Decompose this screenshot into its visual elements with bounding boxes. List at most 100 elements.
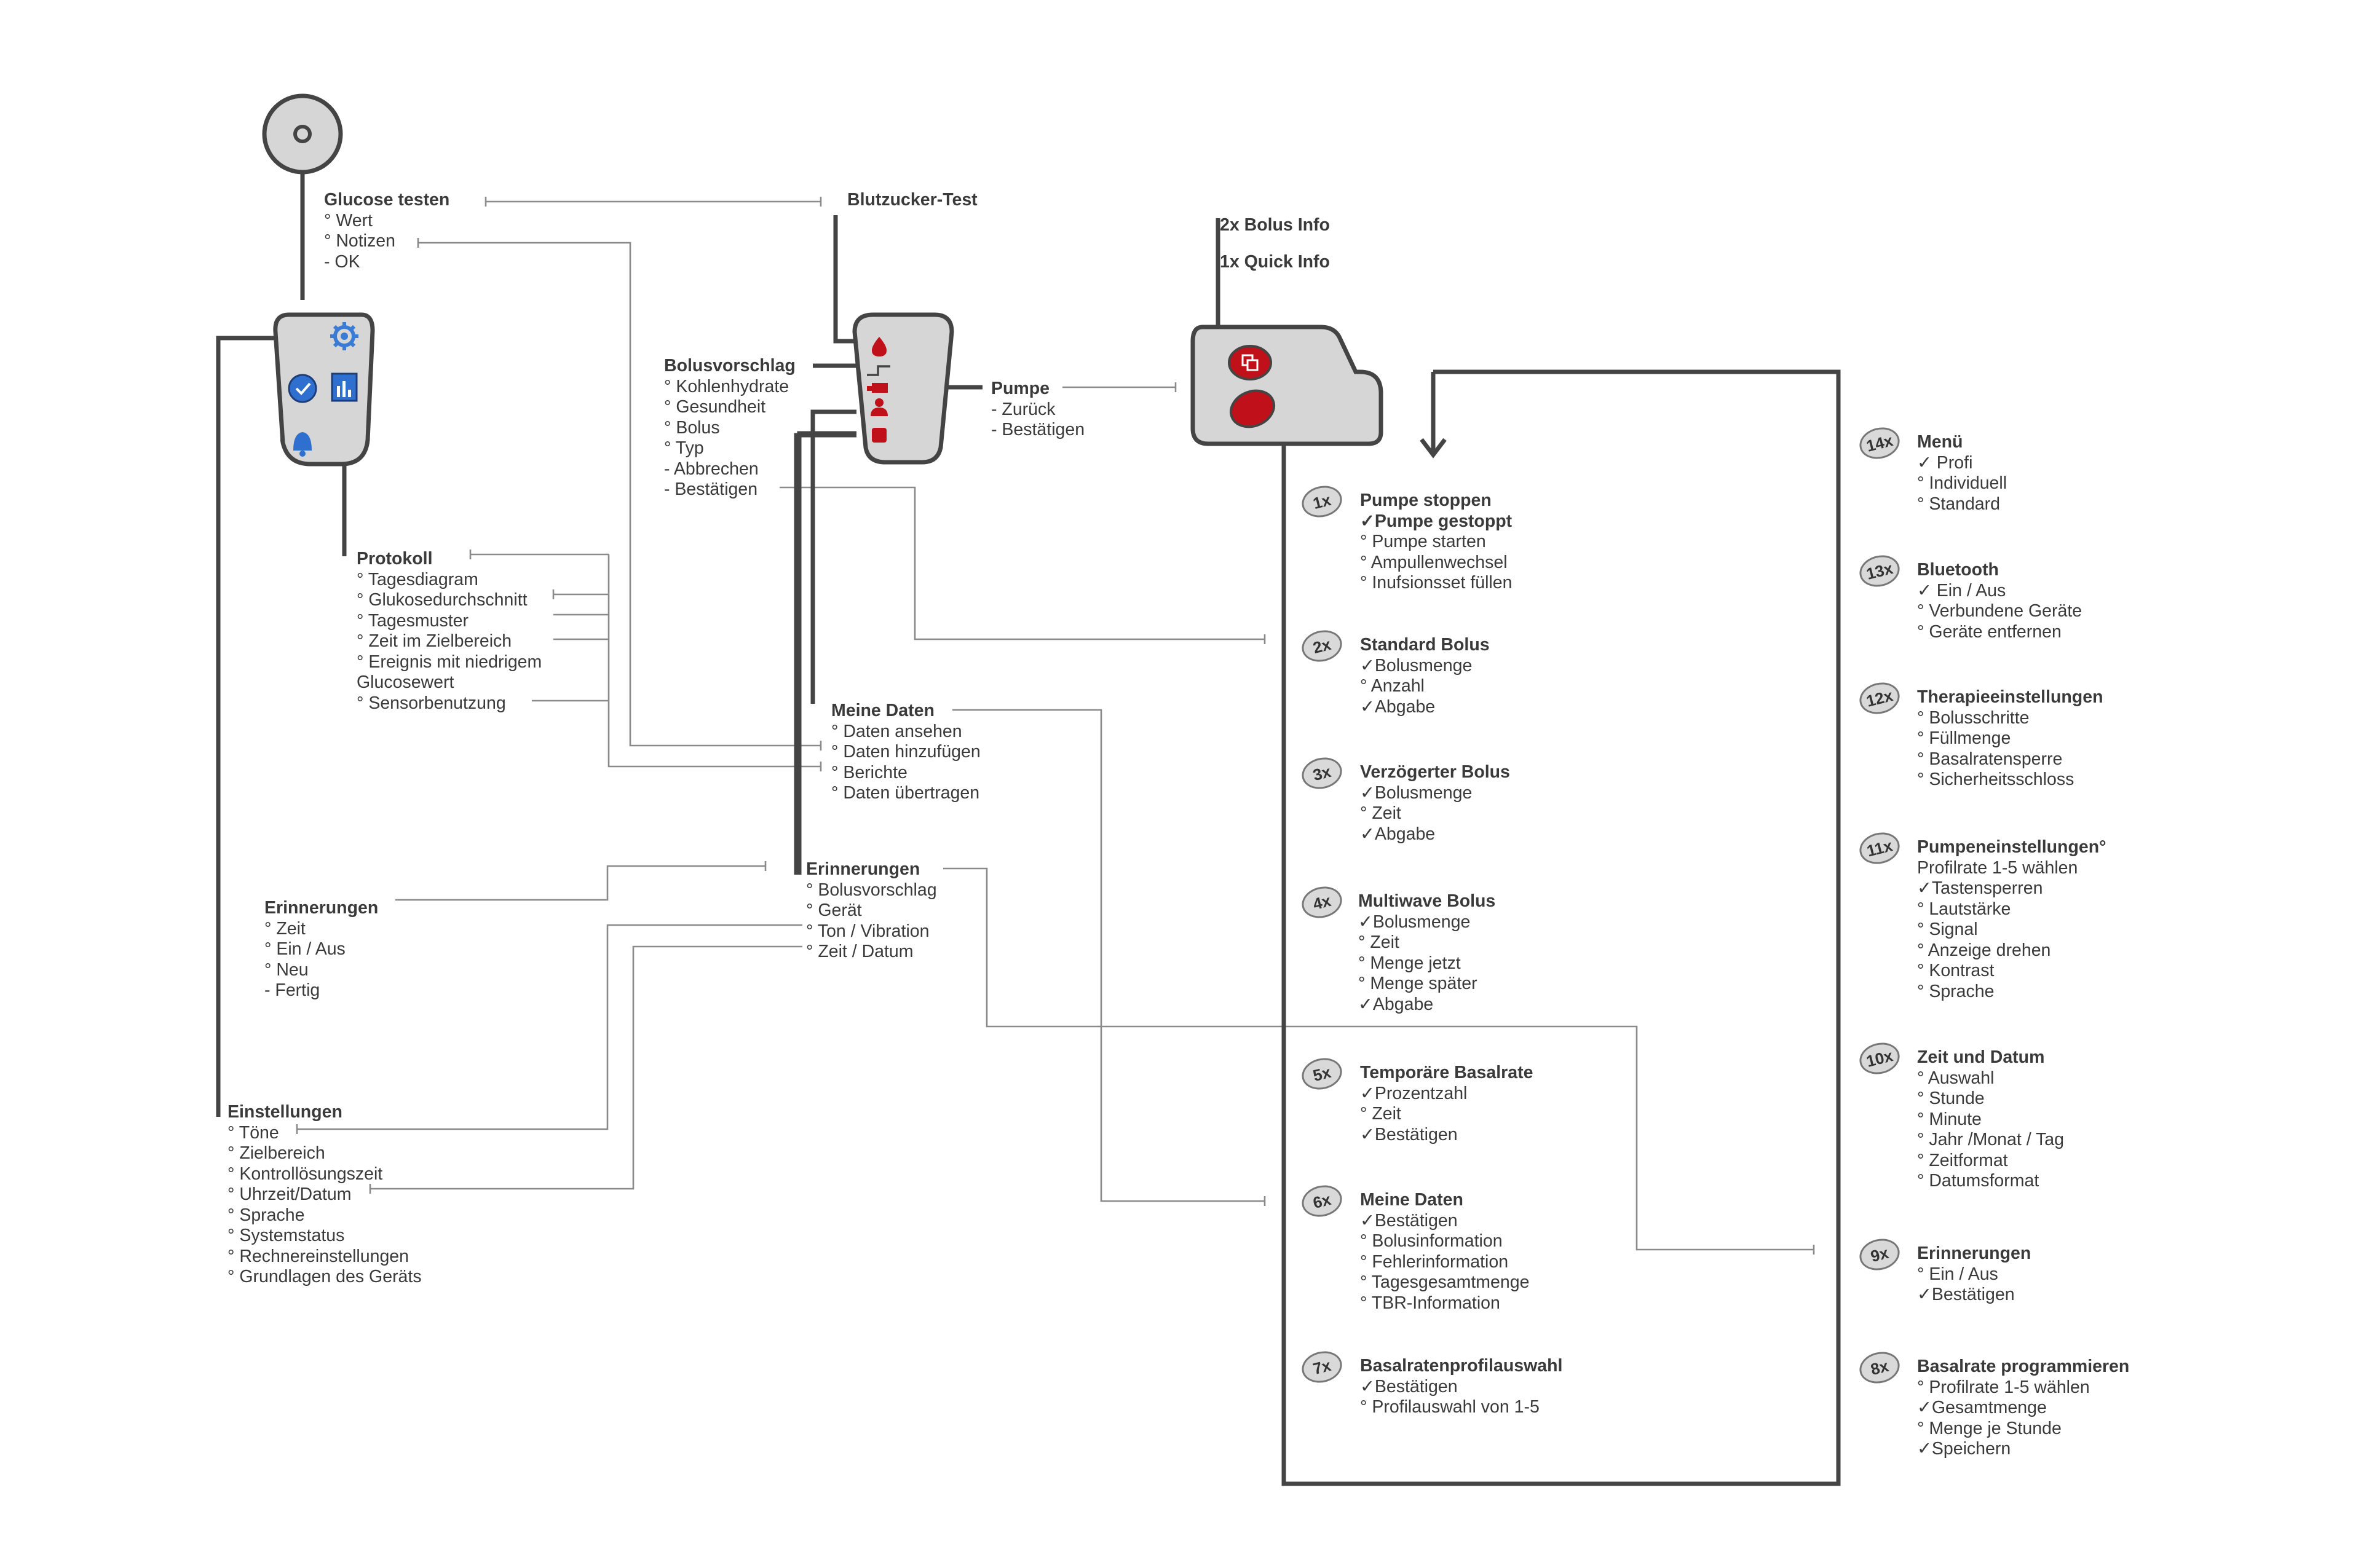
- meter-reminders-item[interactable]: ° Ein / Aus: [264, 939, 346, 959]
- pump-menu-title[interactable]: Temporäre Basalrate: [1360, 1063, 1533, 1082]
- pump-menu-title[interactable]: Pumpeneinstellungen°: [1917, 837, 2106, 857]
- pump-menu-item[interactable]: ✓Abgabe: [1360, 824, 1436, 844]
- meine-daten-item[interactable]: ° Daten übertragen: [831, 783, 980, 803]
- menu-button[interactable]: [1225, 385, 1279, 433]
- pump-menu-item[interactable]: ° Basalratensperre: [1917, 749, 2063, 769]
- meter-settings-item[interactable]: ° Töne: [227, 1122, 279, 1143]
- pump-menu-item[interactable]: ✓Bestätigen: [1360, 1376, 1458, 1397]
- pump-menu-item[interactable]: ° Bolusschritte: [1917, 707, 2030, 728]
- protokoll-item[interactable]: ° Sensorbenutzung: [357, 693, 506, 713]
- meter-settings-item[interactable]: ° Grundlagen des Geräts: [227, 1267, 422, 1286]
- protokoll-item[interactable]: ° Zeit im Zielbereich: [357, 631, 512, 651]
- pump-menu-item[interactable]: ° Zeitformat: [1917, 1150, 2008, 1170]
- pump-menu-item[interactable]: ° Ein / Aus: [1917, 1264, 1998, 1284]
- pump-menu-title[interactable]: Standard Bolus: [1360, 635, 1490, 655]
- pump-menu-item[interactable]: ° Verbundene Geräte: [1917, 601, 2082, 621]
- pump-menu-title[interactable]: Zeit und Datum: [1917, 1047, 2045, 1067]
- pump-menu-title[interactable]: Multiwave Bolus: [1358, 891, 1496, 911]
- pump-menu-item[interactable]: ✓Pumpe gestoppt: [1360, 511, 1513, 531]
- pump-menu-title[interactable]: Basalratenprofilauswahl: [1360, 1356, 1563, 1376]
- pump-menu-item[interactable]: ° Auswahl: [1917, 1068, 1995, 1088]
- pump-menu-item[interactable]: ° Profilrate 1-5 wählen: [1917, 1377, 2090, 1397]
- pump-menu-item[interactable]: ° Jahr /Monat / Tag: [1917, 1130, 2064, 1149]
- person-icon[interactable]: [871, 398, 888, 416]
- bolus-item[interactable]: ° Kohlenhydrate: [664, 376, 789, 396]
- pump-menu-item[interactable]: ° Menge später: [1358, 974, 1477, 993]
- pump-menu-title[interactable]: Meine Daten: [1360, 1190, 1463, 1210]
- gear-icon[interactable]: [330, 322, 358, 350]
- pump-menu-item[interactable]: ✓Tastensperren: [1917, 878, 2043, 898]
- meter-settings-item[interactable]: ° Zielbereich: [227, 1143, 325, 1163]
- pump-menu-item[interactable]: ° Pumpe starten: [1360, 532, 1486, 551]
- pump-menu-item[interactable]: ° Tagesgesamtmenge: [1360, 1272, 1530, 1292]
- pump-menu-item[interactable]: ° Signal: [1917, 920, 1978, 939]
- protokoll-item[interactable]: ° Tagesdiagram: [357, 569, 478, 589]
- meter-settings-item[interactable]: ° Uhrzeit/Datum: [227, 1184, 352, 1204]
- chart-icon[interactable]: [331, 372, 358, 402]
- pump-menu-item[interactable]: ✓Bolusmenge: [1358, 912, 1471, 932]
- bolus-item[interactable]: ° Bolus: [664, 417, 720, 438]
- pump-menu-item[interactable]: ✓ Profi: [1917, 452, 1973, 473]
- bolus-item[interactable]: - Abbrechen: [664, 459, 759, 479]
- meine-daten-item[interactable]: ° Daten ansehen: [831, 721, 962, 741]
- meter-reminders-item[interactable]: ° Neu: [264, 959, 309, 980]
- pump-menu-item[interactable]: ✓Bestätigen: [1917, 1285, 2015, 1304]
- meter-settings-item[interactable]: ° Rechnereinstellungen: [227, 1246, 409, 1266]
- pump-menu-item[interactable]: ° Minute: [1917, 1109, 1982, 1129]
- pump-menu-item[interactable]: ° Standard: [1917, 494, 2000, 514]
- check-circle-icon[interactable]: [288, 374, 317, 403]
- stop-icon[interactable]: [872, 428, 887, 443]
- meter-reminders-item[interactable]: - Fertig: [264, 980, 320, 1000]
- info-button[interactable]: [1228, 345, 1272, 380]
- pump-menu-title[interactable]: Basalrate programmieren: [1917, 1357, 2130, 1376]
- glucose-test-item[interactable]: ° Wert: [324, 210, 373, 230]
- pump-menu-item[interactable]: ✓Abgabe: [1360, 696, 1436, 717]
- pump-menu-item[interactable]: ° Individuell: [1917, 473, 2007, 493]
- meter-settings-item[interactable]: ° Sprache: [227, 1205, 305, 1225]
- meter-settings-item[interactable]: ° Systemstatus: [227, 1226, 345, 1245]
- protokoll-item[interactable]: ° Tagesmuster: [357, 610, 469, 631]
- meter-settings-item[interactable]: ° Kontrollösungszeit: [227, 1164, 383, 1184]
- pump-menu-item[interactable]: ✓Bolusmenge: [1360, 655, 1473, 676]
- pump-menu-title[interactable]: Bluetooth: [1917, 560, 1999, 580]
- pump-menu-item[interactable]: ° Füllmenge: [1917, 728, 2011, 748]
- pump-menu-item[interactable]: ° Zeit: [1360, 1104, 1401, 1124]
- remote-reminders-item[interactable]: ° Gerät: [806, 900, 862, 920]
- pump-menu-item[interactable]: ° Inufsionsset füllen: [1360, 573, 1513, 593]
- pump-menu-item[interactable]: ° Ampullenwechsel: [1360, 552, 1508, 572]
- pump-menu-item[interactable]: ✓Bestätigen: [1360, 1210, 1458, 1231]
- pump-menu-item[interactable]: ✓Bolusmenge: [1360, 782, 1473, 803]
- pump-menu-item[interactable]: ° Menge jetzt: [1358, 953, 1461, 973]
- pump-icon[interactable]: [867, 383, 888, 393]
- meter-reminders-item[interactable]: ° Zeit: [264, 918, 306, 939]
- remote-reminders-item[interactable]: ° Ton / Vibration: [806, 921, 930, 941]
- pump-menu-item[interactable]: ✓Speichern: [1917, 1439, 2011, 1459]
- pump-menu-item[interactable]: ° Stunde: [1917, 1089, 1985, 1108]
- meine-daten-item[interactable]: ° Berichte: [831, 762, 908, 782]
- pump-menu-item[interactable]: ✓Prozentzahl: [1360, 1083, 1468, 1103]
- pump-menu-title[interactable]: Therapieeinstellungen: [1917, 687, 2103, 707]
- pump-menu-item[interactable]: ° Menge je Stunde: [1917, 1418, 2062, 1438]
- remote-reminders-item[interactable]: ° Bolusvorschlag: [806, 880, 937, 900]
- pump-menu-item[interactable]: ° Lautstärke: [1917, 899, 2011, 919]
- pump-menu-item[interactable]: ° Datumsformat: [1917, 1171, 2039, 1191]
- bolus-item[interactable]: ° Typ: [664, 438, 704, 458]
- pump-menu-item[interactable]: ° Kontrast: [1917, 961, 1995, 980]
- pump-menu-item[interactable]: ° Zeit: [1358, 932, 1399, 952]
- pump-menu-title[interactable]: Menü: [1917, 432, 1963, 452]
- pump-menu-item[interactable]: Profilrate 1-5 wählen: [1917, 857, 2078, 878]
- drop-icon[interactable]: [872, 337, 887, 357]
- remote-reminders-item[interactable]: ° Zeit / Datum: [806, 942, 914, 961]
- pump-menu-item[interactable]: ✓Gesamtmenge: [1917, 1398, 2047, 1417]
- pump-menu-item[interactable]: ° TBR-Information: [1360, 1293, 1500, 1313]
- pump-menu-item[interactable]: ° Sprache: [1917, 981, 1995, 1001]
- pump-menu-item[interactable]: ✓ Ein / Aus: [1917, 580, 2006, 601]
- pump-menu-item[interactable]: ° Geräte entfernen: [1917, 621, 2062, 642]
- bolus-item[interactable]: ° Gesundheit: [664, 397, 766, 417]
- pump-menu-title[interactable]: Erinnerungen: [1917, 1243, 2031, 1263]
- glucose-test-item[interactable]: - OK: [324, 251, 360, 272]
- bell-icon[interactable]: [293, 432, 312, 457]
- meine-daten-item[interactable]: ° Daten hinzufügen: [831, 742, 981, 762]
- pump-menu-item[interactable]: ° Anzeige drehen: [1917, 940, 2051, 960]
- protokoll-item[interactable]: ° Ereignis mit niedrigem: [357, 652, 542, 672]
